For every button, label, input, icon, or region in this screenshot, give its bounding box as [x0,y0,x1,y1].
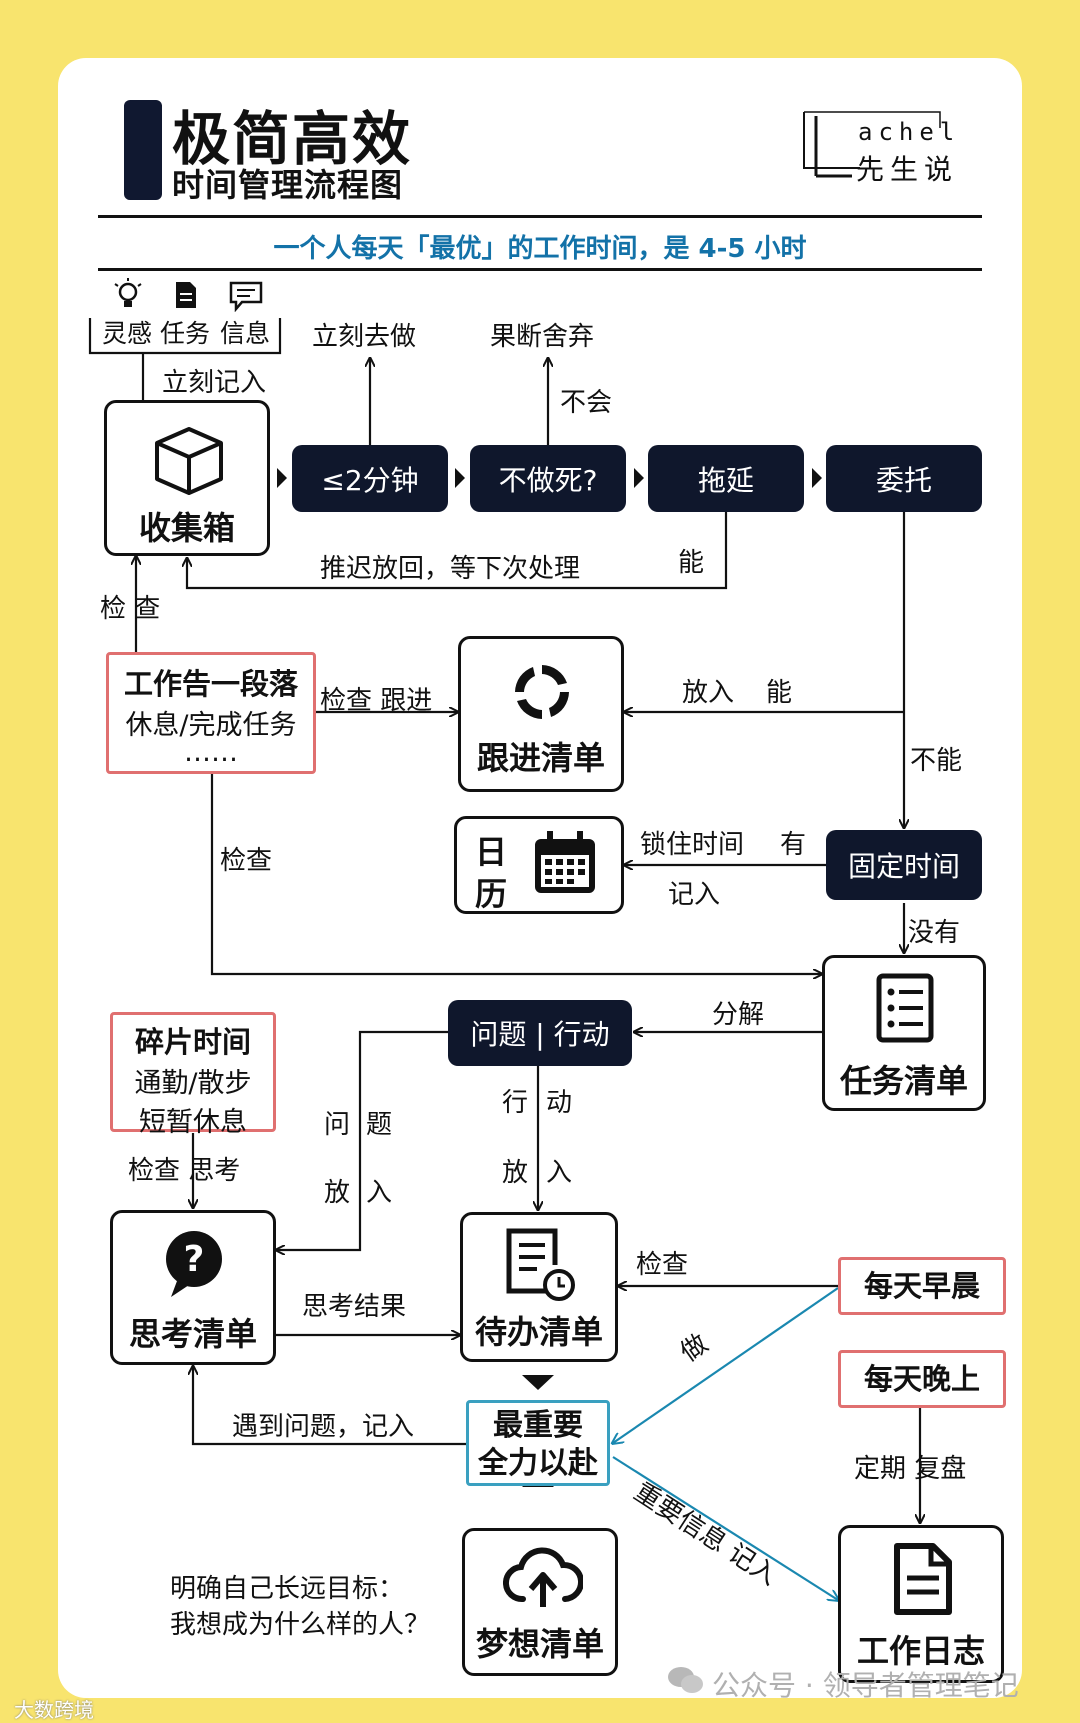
edge-question-2: 题 [366,1110,393,1140]
svg-text:?: ? [184,1239,205,1280]
edge-put-2: 入 [366,1178,393,1208]
work-done-line3: …… [184,737,238,768]
morning-box: 每天早晨 [838,1257,1006,1315]
input-inspiration: 灵感 [102,319,153,348]
edge-meet-problem: 遇到问题，记入 [232,1412,415,1442]
cloud-upload-icon [503,1547,583,1607]
edge-none: 没有 [908,918,961,948]
edge-put-1: 放 [324,1178,351,1208]
document-lines-icon [894,1543,952,1615]
think-list-box: ? 思考清单 [110,1210,276,1365]
edge-record: 记入 [668,880,721,910]
work-done-line2: 休息/完成任务 [125,710,297,741]
todo-list-box: 待办清单 [460,1212,618,1362]
edge-check-follow: 检查 跟进 [320,686,433,716]
box-icon [155,427,223,495]
edge-cannot: 不能 [910,746,963,776]
edge-check-think: 检查 思考 [128,1156,241,1186]
most-important-line2: 全力以赴 [478,1446,598,1481]
page-title: 极简高效 [172,105,413,173]
edge-no-consequence: 不会 [560,388,613,418]
fixed-time-node: 固定时间 [826,830,982,900]
work-done-title: 工作告一段落 [123,667,298,701]
follow-up-label: 跟进清单 [476,739,605,777]
edge-do-now: 立刻去做 [312,322,417,352]
edge-abandon: 果断舍弃 [490,322,595,352]
edge-think-result: 思考结果 [302,1292,407,1322]
page-subtitle: 时间管理流程图 [172,166,404,204]
delegate-node: 委托 [826,445,982,512]
input-task: 任务 [160,319,211,348]
task-list-box: 任务清单 [822,955,986,1111]
calendar-icon [535,831,595,893]
dream-note-line2: 我想成为什么样的人？ [170,1610,431,1640]
question-bubble-icon: ? [166,1231,222,1297]
task-list-label: 任务清单 [839,1062,968,1100]
divider-bottom [98,268,982,271]
message-icon [229,281,263,312]
edge-action-1: 行 [502,1088,529,1118]
calendar-box: 日 历 [454,816,624,914]
most-important-box: 最重要 全力以赴 [466,1400,610,1486]
edge-check-left: 检查 [220,846,273,876]
fragment-line3: 短暂休息 [139,1107,247,1138]
two-minute-node: ≤2分钟 [292,445,448,512]
edge-check-up: 检 查 [100,594,161,624]
wechat-icon [668,1667,703,1693]
inbox-label: 收集箱 [138,509,235,547]
inbox-box: 收集箱 [104,400,270,556]
work-done-box: 工作告一段落 休息/完成任务 …… [106,652,316,774]
dream-list-box: 梦想清单 [462,1528,618,1676]
edge-action-2: 动 [546,1088,573,1118]
work-log-box: 工作日志 [838,1525,1004,1683]
think-list-label: 思考清单 [128,1315,257,1353]
edge-put-4: 入 [546,1158,573,1188]
edge-regular-review: 定期 复盘 [854,1454,967,1484]
brand-bottom: 先生说 [856,153,959,186]
procrastinate-node: 拖延 [648,445,804,512]
fragment-time-box: 碎片时间 通勤/散步 短暂休息 [110,1012,276,1138]
divider-top [98,215,982,218]
edge-check-morning: 检查 [636,1250,689,1280]
brand-top: achel [858,118,961,146]
document-icon [176,282,196,308]
calendar-char-1: 日 [475,833,508,871]
follow-up-box: 跟进清单 [458,636,624,792]
dream-list-label: 梦想清单 [475,1625,604,1663]
fragment-line2: 通勤/散步 [134,1068,252,1099]
fragment-title: 碎片时间 [134,1025,251,1059]
edge-have: 有 [780,830,807,860]
label-record-now: 立刻记入 [162,368,267,398]
todo-clock-icon [506,1228,575,1301]
must-do-node: 不做死? [470,445,626,512]
dream-note-line1: 明确自己长远目标： [170,1574,405,1604]
input-info: 信息 [220,319,271,348]
todo-list-label: 待办清单 [474,1313,603,1351]
edge-put-in: 放入 [682,678,735,708]
edge-decompose: 分解 [712,1000,765,1030]
lightbulb-icon [114,278,142,307]
tagline: 一个人每天「最优」的工作时间，是 4-5 小时 [273,234,807,264]
edge-can: 能 [678,548,705,578]
checklist-icon [876,973,934,1043]
edge-put-3: 放 [502,1158,529,1188]
edge-question-1: 问 [324,1110,351,1140]
edge-lock-time: 锁住时间 [640,830,745,860]
edge-can-2: 能 [766,678,793,708]
corner-watermark: 大数跨境 [14,1698,94,1722]
question-action-node: 问题 | 行动 [448,1000,632,1066]
wechat-watermark: 公众号 · 领导者管理笔记 [712,1669,1019,1702]
most-important-line1: 最重要 [493,1408,583,1443]
edge-postpone: 推迟放回，等下次处理 [320,554,581,584]
evening-box: 每天晚上 [838,1350,1006,1408]
title-accent-bar [124,100,162,200]
work-log-label: 工作日志 [856,1632,985,1670]
brand-logo-frame [803,111,941,178]
refresh-cycle-icon [515,665,569,719]
calendar-char-2: 历 [475,875,508,913]
